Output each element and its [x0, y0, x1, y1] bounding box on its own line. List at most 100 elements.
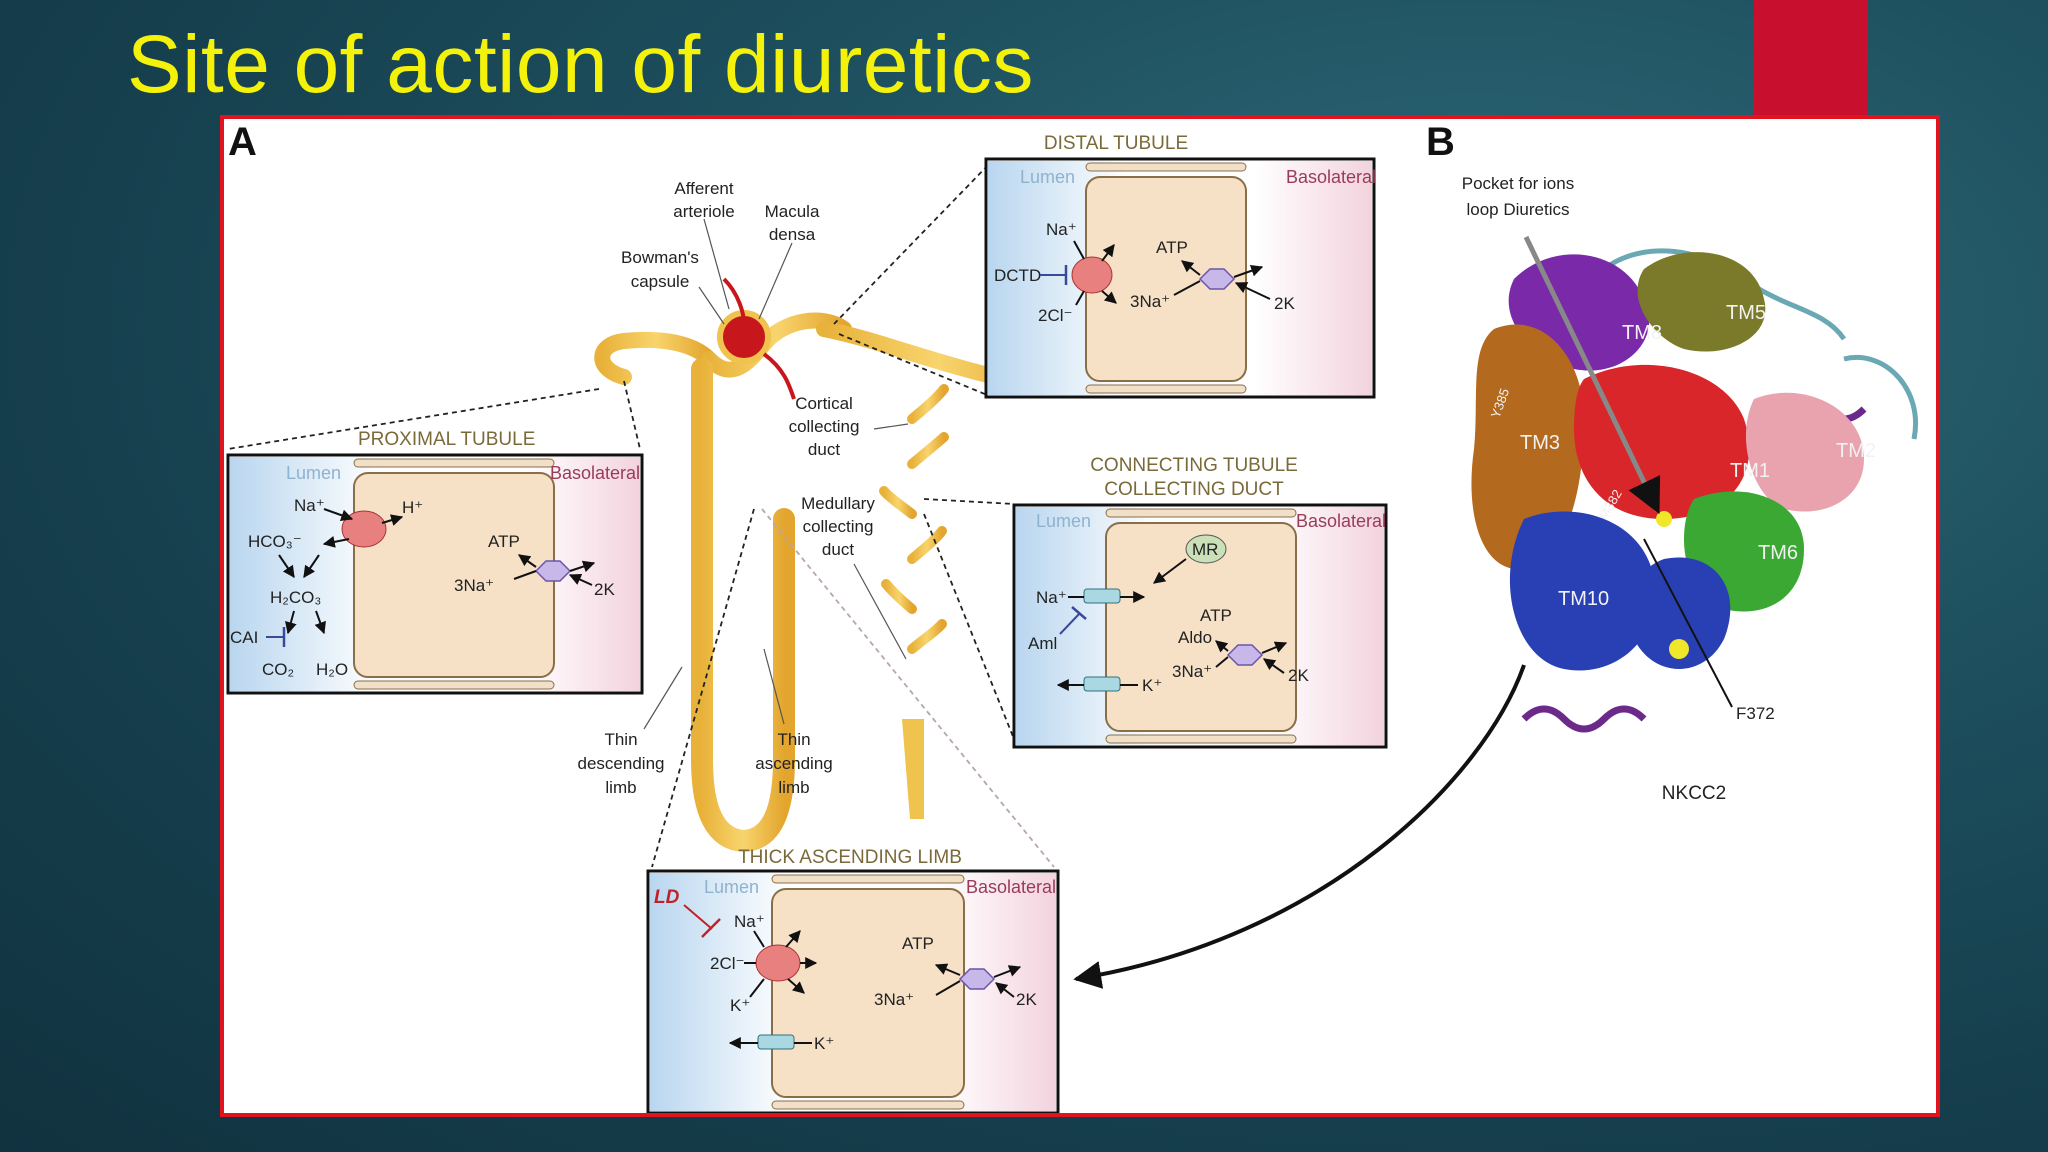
ct-basolateral: Basolateral [1296, 511, 1386, 531]
tal-atp: ATP [902, 934, 934, 953]
mr-receptor [1185, 534, 1227, 564]
helix-tm3: TM3 [1520, 432, 1560, 454]
thin-ascending-label-2: ascending [755, 754, 833, 773]
ct-k: K⁺ [1142, 676, 1162, 695]
helix-tm10: TM10 [1558, 588, 1609, 610]
pt-na: Na⁺ [294, 496, 325, 515]
nkcc2-transporter [755, 944, 801, 982]
figure-frame: A B Afferent arteriole Macula densa [220, 115, 1940, 1117]
pocket-marker [1656, 511, 1672, 527]
medullary-cd-label-1: Medullary [801, 494, 875, 513]
ct-na: Na⁺ [1036, 588, 1067, 607]
panel-b-letter: B [1426, 120, 1455, 164]
cortical-cd-label-3: duct [808, 440, 840, 459]
dt-3na: 3Na⁺ [1130, 292, 1170, 311]
tal-ld: LD [654, 887, 680, 908]
helix-tm5: TM5 [1726, 302, 1766, 324]
pocket-label-2: loop Diuretics [1467, 200, 1570, 219]
proximal-lumen: Lumen [286, 463, 341, 483]
enac-channel [1083, 588, 1121, 604]
cortical-cd-label-1: Cortical [795, 394, 853, 413]
tal-k: K⁺ [730, 996, 750, 1015]
proximal-basolateral: Basolateral [550, 463, 640, 483]
proximal-tubule-panel: PROXIMAL TUBULE Lumen Basolateral Na⁺ H⁺… [226, 429, 644, 695]
romk-channel [1083, 676, 1121, 692]
ct-mr: MR [1192, 540, 1218, 559]
f372-marker [1669, 639, 1689, 659]
distal-basolateral: Basolateral [1286, 167, 1376, 187]
nkcc2-structure: Pocket for ions loop Diuretics TM8 TM5 T… [1462, 174, 1918, 804]
proximal-header: PROXIMAL TUBULE [358, 429, 535, 450]
tal-2k: 2K [1016, 990, 1037, 1009]
ct-header-1: CONNECTING TUBULE [1090, 455, 1298, 476]
helix-tm8: TM8 [1622, 322, 1662, 344]
ct-aldo: Aldo [1178, 628, 1212, 647]
thin-descending-label-3: limb [605, 778, 636, 797]
pt-hco3: HCO₃⁻ [248, 532, 302, 551]
nkcc2-label: NKCC2 [1662, 783, 1726, 804]
tal-cl: 2Cl⁻ [710, 954, 744, 973]
pt-3na: 3Na⁺ [454, 576, 494, 595]
na-k-atpase-tal [958, 968, 996, 990]
ct-2k: 2K [1288, 666, 1309, 685]
helix-tm1: TM1 [1730, 460, 1770, 482]
na-k-atpase-ct [1226, 644, 1264, 666]
pt-co2: CO₂ [262, 660, 294, 679]
medullary-cd-label-2: collecting [803, 517, 874, 536]
afferent-arteriole-label-1: Afferent [674, 179, 734, 198]
glomerulus [720, 313, 768, 361]
dt-2k: 2K [1274, 294, 1295, 313]
distal-tubule-panel: DISTAL TUBULE Lumen Basolateral Na⁺ 2Cl⁻… [984, 133, 1376, 399]
tal-na: Na⁺ [734, 912, 765, 931]
dt-atp: ATP [1156, 238, 1188, 257]
dt-na: Na⁺ [1046, 220, 1077, 239]
diuretics-diagram: A B Afferent arteriole Macula densa [226, 120, 1918, 1115]
pt-atp: ATP [488, 532, 520, 551]
residue-f372-label: F372 [1736, 704, 1775, 723]
na-k-atpase-distal [1198, 268, 1236, 290]
distal-header: DISTAL TUBULE [1044, 133, 1188, 154]
cortical-cd-label-2: collecting [789, 417, 860, 436]
helix-tm6: TM6 [1758, 542, 1798, 564]
connecting-tubule-panel: CONNECTING TUBULE COLLECTING DUCT Lumen … [1012, 455, 1388, 749]
nephron-labels: Afferent arteriole Macula densa Bowman's… [578, 179, 909, 797]
bowmans-capsule-label-2: capsule [631, 272, 690, 291]
medullary-cd-label-3: duct [822, 540, 854, 559]
afferent-arteriole-label-2: arteriole [673, 202, 734, 221]
distal-lumen: Lumen [1020, 167, 1075, 187]
tal-3na: 3Na⁺ [874, 990, 914, 1009]
tal-header: THICK ASCENDING LIMB [738, 847, 962, 868]
pt-cai: CAI [230, 628, 258, 647]
tal-basolateral: Basolateral [966, 877, 1056, 897]
pocket-label-1: Pocket for ions [1462, 174, 1574, 193]
tal-romk-channel [757, 1034, 795, 1050]
thin-ascending-label-1: Thin [777, 730, 810, 749]
thick-ascending-limb-panel: THICK ASCENDING LIMB Lumen Basolateral L… [646, 847, 1060, 1115]
pt-h2o: H₂O [316, 660, 348, 679]
accent-bar [1754, 0, 1868, 118]
structure-to-tal-arrow [1073, 664, 1526, 989]
tal-k2: K⁺ [814, 1034, 834, 1053]
slide-title: Site of action of diuretics [127, 19, 1034, 110]
ct-aml: Aml [1028, 634, 1057, 653]
ct-atp: ATP [1200, 606, 1232, 625]
nhe-transporter [341, 510, 387, 548]
pt-h: H⁺ [402, 498, 423, 517]
dt-cl: 2Cl⁻ [1038, 306, 1072, 325]
macula-densa-label-2: densa [769, 225, 816, 244]
pt-h2co3: H₂CO₃ [270, 588, 321, 607]
callout-lines [227, 158, 1055, 868]
ct-lumen: Lumen [1036, 511, 1091, 531]
helix-tm2: TM2 [1836, 440, 1876, 462]
pt-2k: 2K [594, 580, 615, 599]
ct-header-2: COLLECTING DUCT [1104, 479, 1284, 500]
panel-a-letter: A [228, 120, 257, 164]
dt-dctd: DCTD [994, 266, 1041, 285]
thin-ascending-label-3: limb [778, 778, 809, 797]
bowmans-capsule-label-1: Bowman's [621, 248, 699, 267]
tal-lumen: Lumen [704, 877, 759, 897]
ncc-transporter [1071, 256, 1113, 294]
thin-descending-label-2: descending [578, 754, 665, 773]
ct-3na: 3Na⁺ [1172, 662, 1212, 681]
macula-densa-label-1: Macula [765, 202, 820, 221]
